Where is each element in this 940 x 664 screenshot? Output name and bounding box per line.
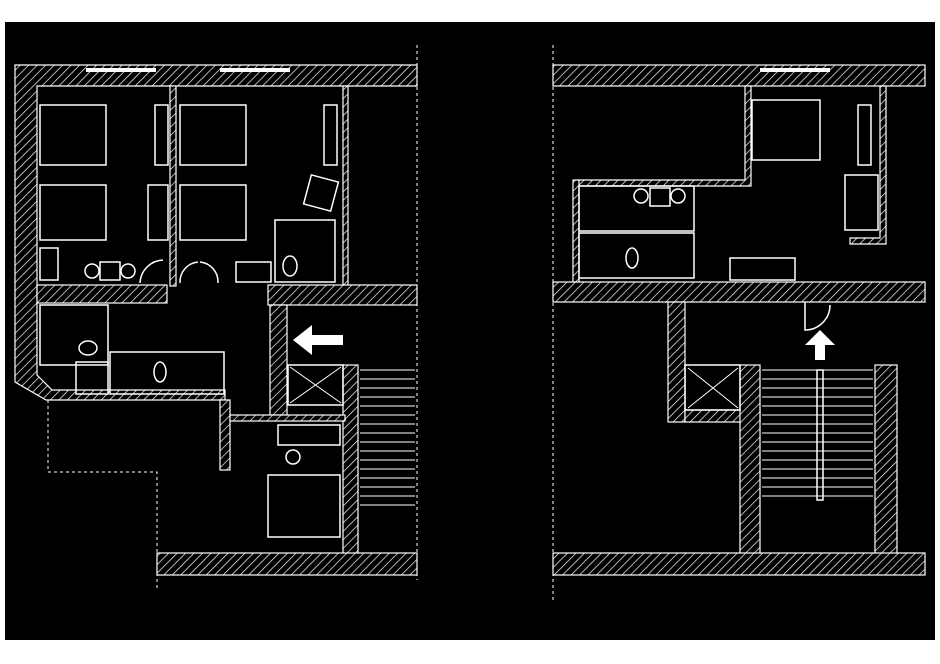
chair	[670, 188, 686, 204]
corridor-wall	[667, 301, 686, 423]
corridor-wall	[219, 399, 231, 471]
bathroom	[578, 232, 695, 279]
toilet	[625, 247, 639, 269]
chair	[633, 188, 649, 204]
bathroom	[109, 351, 225, 395]
corridor-wall	[267, 284, 418, 306]
stair-wall	[874, 364, 898, 556]
toilet	[282, 255, 298, 277]
cabinet	[147, 184, 169, 241]
window	[760, 68, 830, 72]
chair	[84, 263, 100, 279]
elevator	[684, 364, 741, 411]
bathroom	[39, 304, 109, 366]
wardrobe	[154, 104, 169, 166]
bed	[179, 104, 247, 166]
elevator-cross	[289, 366, 342, 404]
partition-wall	[169, 85, 177, 287]
wardrobe	[857, 104, 872, 166]
sofa	[39, 184, 107, 241]
sofa	[179, 184, 247, 241]
sofa	[844, 174, 879, 231]
bottom-wall	[156, 552, 418, 576]
arrow-left-icon	[293, 325, 343, 355]
chair	[120, 263, 136, 279]
arrow-up-icon	[805, 330, 835, 360]
kitchenette	[39, 247, 59, 281]
right-floor-plan	[552, 45, 926, 600]
partition-wall	[342, 85, 349, 287]
bottom-wall	[552, 552, 926, 576]
bed	[39, 104, 107, 166]
stair-wall	[739, 364, 761, 556]
toilet	[78, 340, 98, 356]
outer-wall	[14, 64, 418, 401]
elevator	[287, 364, 344, 406]
armchair	[302, 173, 340, 213]
corridor-wall	[552, 281, 926, 303]
door-swing	[179, 261, 219, 284]
door-swing	[804, 302, 831, 331]
kitchen	[578, 185, 695, 232]
wardrobe	[323, 104, 338, 166]
room-wall	[229, 414, 346, 422]
shower	[75, 361, 109, 395]
cabinets	[729, 257, 796, 281]
bed	[267, 474, 341, 538]
room-wall	[572, 179, 580, 283]
stair-handrail	[816, 369, 824, 501]
bed	[751, 99, 821, 161]
table	[649, 187, 671, 207]
drawing-background	[5, 22, 935, 640]
table	[99, 261, 121, 281]
top-wall	[552, 64, 926, 87]
kitchenette	[235, 261, 272, 283]
window	[220, 68, 290, 72]
left-floor-plan	[14, 45, 821, 590]
stair-wall	[342, 364, 359, 556]
staircase	[360, 369, 415, 506]
corridor-wall	[269, 304, 288, 416]
corridor-wall	[36, 284, 168, 304]
kitchenette	[277, 424, 341, 446]
window	[86, 68, 156, 72]
toilet	[153, 361, 167, 383]
outline-dashed	[47, 400, 158, 590]
chair	[285, 449, 301, 465]
bathroom	[274, 219, 336, 283]
door-swing	[139, 259, 164, 284]
staircase	[762, 369, 873, 501]
elevator-cross	[687, 367, 739, 409]
room-wall	[849, 85, 887, 245]
